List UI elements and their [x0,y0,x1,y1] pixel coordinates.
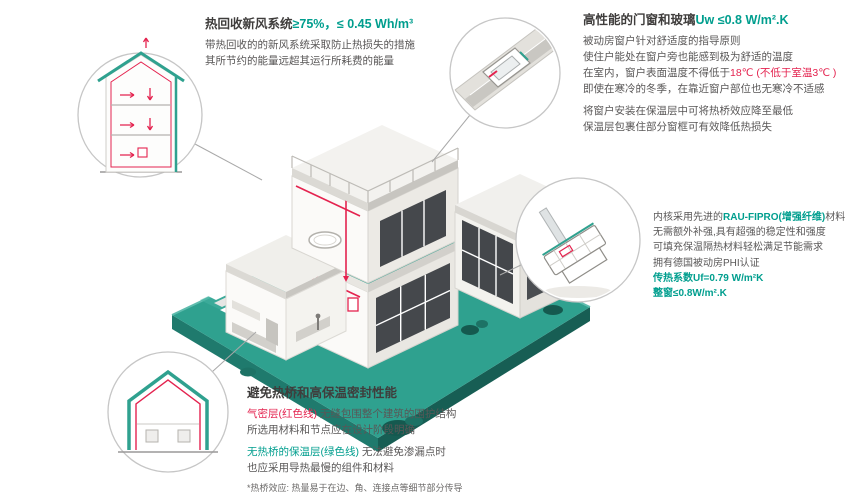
thermal-line-4: 也应采用导热最慢的组件和材料 [247,461,394,474]
windows-line-1: 被动房窗户针对舒适度的指导原则 [583,35,741,47]
thermal-line-1-red: 气密层(红色线) [247,408,317,420]
windows-title-text: 高性能的门窗和玻璃 [583,13,696,27]
connector-line-ventilation [194,143,263,181]
profile-line-6: 整窗≤0.8W/m².K [653,287,727,299]
windows-line-2: 使住户能处在窗户旁也能感到极为舒适的温度 [583,50,793,63]
callout-window-installation [449,17,561,129]
windows-line-4: 即使在寒冷的冬季，在靠近窗户部位也无寒冷不适感 [583,82,825,95]
heat-recovery-title: 热回收新风系统≥75%，≤ 0.45 Wh/m³ [205,15,470,34]
profile-line-4: 拥有德国被动房PHI认证 [653,257,760,269]
profile-line-1-a: 内核采用先进的 [653,212,723,223]
annotation-thermal-envelope: 避免热桥和高保温密封性能 气密层(红色线) 无缝包围整个建筑的围护结构 所选用材… [247,384,567,492]
thermal-line-1: 气密层(红色线) 无缝包围整个建筑的围护结构 [247,407,567,423]
annotation-frame-profile: 内核采用先进的RAU-FIPRO(增强纤维)材料 无需额外补强,具有超强的稳定性… [653,210,865,301]
windows-line-3: 在室内，窗户表面温度不得低于18℃ (不低于室温3℃ ) [583,66,861,82]
thermal-footnote: *热桥效应: 热量易于在边、角、连接点等细节部分传导 [247,482,463,492]
windows-line-6: 保温层包裹住部分窗框可有效降低热损失 [583,120,772,133]
thermal-line-3: 无热桥的保温层(绿色线) 无法避免渗漏点时 [247,445,567,461]
airflow-arrows [120,37,154,159]
profile-line-5: 传热系数Uf=0.79 W/m²K [653,272,764,284]
heat-recovery-line-1: 带热回收的的新风系统采取防止热损失的措施 [205,39,415,51]
annotation-heat-recovery: 热回收新风系统≥75%，≤ 0.45 Wh/m³ 带热回收的的新风系统采取防止热… [205,15,470,70]
profile-line-1-b: 材料 [825,212,846,223]
thermal-title: 避免热桥和高保温密封性能 [247,386,398,400]
window-profile-drawing [538,207,612,298]
bushes [240,305,563,436]
heating-pipes-upper [295,185,361,282]
connector-line-window-install [431,114,471,163]
thermal-line-3-green: 无热桥的保温层(绿色线) [247,445,359,458]
person-figure [315,313,321,330]
windows-line-3-red: 18℃ (不低于室温3℃ ) [730,66,837,79]
profile-line-1-material: RAU-FIPRO(增强纤维) [723,212,826,223]
profile-line-1: 内核采用先进的RAU-FIPRO(增强纤维)材料 [653,210,865,225]
thermal-line-3-rest: 无法避免渗漏点时 [359,445,446,458]
heat-recovery-line-2: 其所节约的能量远超其运行所耗费的能量 [205,54,394,67]
annotation-windows: 高性能的门窗和玻璃Uw ≤0.8 W/m².K 被动房窗户针对舒适度的指导原则 … [583,11,861,136]
callout-window-profile [515,177,641,303]
deck-railing [291,147,459,203]
heat-recovery-title-metric: ≥75%，≤ 0.45 Wh/m³ [292,17,414,31]
profile-line-2: 无需额外补强,具有超强的稳定性和强度 [653,227,826,239]
left-wing [225,235,347,361]
windows-title: 高性能的门窗和玻璃Uw ≤0.8 W/m².K [583,11,861,30]
windows-title-metric: Uw ≤0.8 W/m².K [695,13,789,27]
windows-line-5: 将窗户安装在保温层中可将热桥效应降至最低 [583,104,793,117]
profile-line-3: 可填充保温隔热材料轻松满足节能需求 [653,242,823,254]
callout-ventilation-section [77,37,203,178]
thermal-line-2: 所选用材料和节点应在设计阶段明确 [247,423,415,436]
connector-line-window-profile [499,264,522,276]
heat-recovery-title-text: 热回收新风系统 [205,17,293,31]
window-installation-drawing [454,25,558,111]
callout-thermal-envelope [107,351,229,473]
roof-deck [291,125,459,211]
connector-line-envelope [211,331,257,373]
thermal-line-1-rest: 无缝包围整个建筑的围护结构 [317,408,457,420]
windows-line-3-black: 在室内，窗户表面温度不得低于 [583,66,730,79]
